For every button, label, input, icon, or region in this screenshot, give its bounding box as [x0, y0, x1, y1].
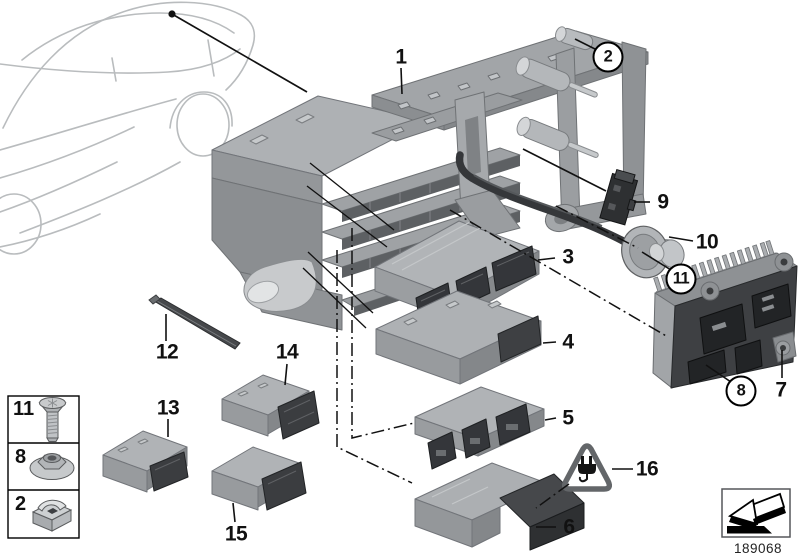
- callout-4[interactable]: 4: [562, 330, 574, 354]
- control-module-13: [102, 430, 189, 493]
- warning-triangle: [561, 443, 613, 492]
- doc-number: 189068: [733, 541, 783, 556]
- flange-nut-icon: [29, 453, 75, 480]
- callout-13[interactable]: 13: [156, 396, 180, 420]
- clip-nut-icon: [31, 499, 73, 532]
- legend-item-2[interactable]: 2: [15, 493, 27, 515]
- callout-14[interactable]: 14: [275, 340, 299, 364]
- seal-strip-12: [148, 294, 241, 350]
- callout-9[interactable]: 9: [657, 190, 669, 214]
- legend-item-11[interactable]: 11: [13, 398, 35, 420]
- callout-10[interactable]: 10: [695, 230, 719, 254]
- roller-pins: [515, 26, 599, 158]
- leader-lines: [165, 38, 783, 528]
- callout-3[interactable]: 3: [562, 245, 574, 269]
- control-module-6: [414, 462, 585, 551]
- countersunk-screw-icon: [38, 397, 67, 442]
- control-module-4: [375, 290, 542, 385]
- legend-item-8[interactable]: 8: [15, 446, 27, 468]
- callout-12[interactable]: 12: [155, 340, 179, 364]
- callout-11[interactable]: 11: [665, 263, 697, 295]
- plug-warning-icon: [578, 456, 596, 483]
- callout-6[interactable]: 6: [563, 515, 575, 539]
- callout-16[interactable]: 16: [635, 457, 659, 481]
- callout-8[interactable]: 8: [725, 375, 757, 407]
- control-module-15: [211, 446, 307, 511]
- callout-1[interactable]: 1: [395, 45, 407, 69]
- phantom-lines: [336, 205, 669, 509]
- hardware-legend: [7, 395, 80, 539]
- car-location-pointer: [168, 10, 308, 93]
- callout-7[interactable]: 7: [775, 378, 787, 402]
- callout-5[interactable]: 5: [562, 406, 574, 430]
- car-outline-sketch: [0, 1, 256, 255]
- callout-15[interactable]: 15: [224, 522, 248, 546]
- callout-2[interactable]: 2: [592, 41, 624, 73]
- control-module-5: [414, 386, 545, 470]
- connector-9: [599, 168, 639, 226]
- control-module-14: [221, 374, 320, 440]
- page-turn-button[interactable]: [721, 488, 791, 538]
